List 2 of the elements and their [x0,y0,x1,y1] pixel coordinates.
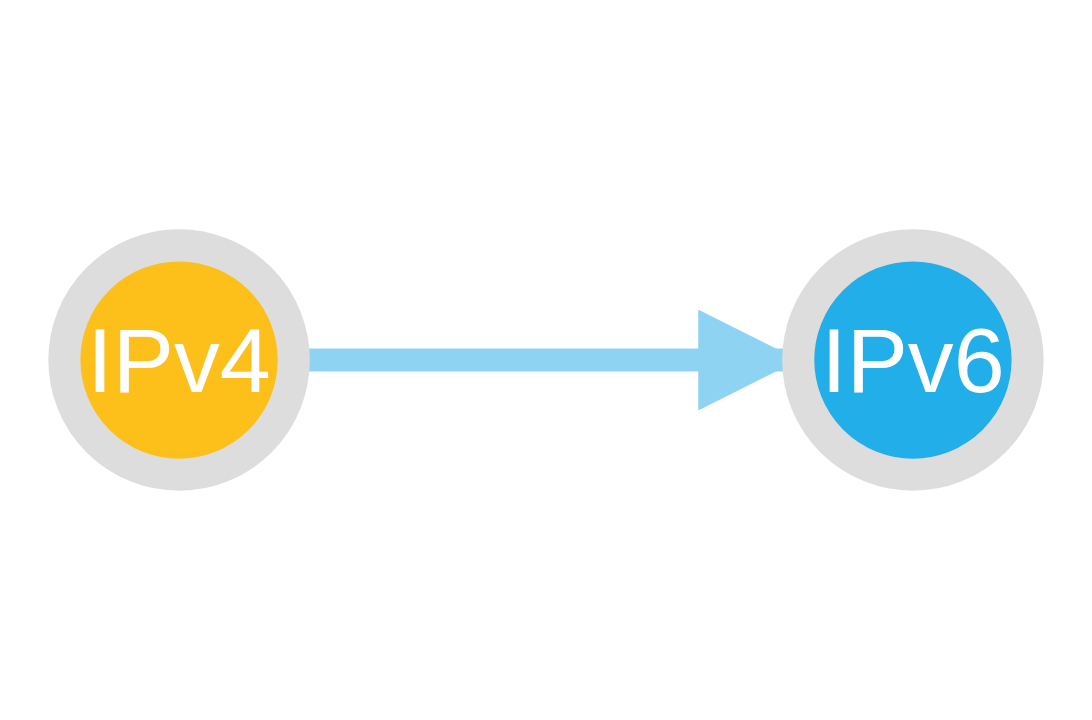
node-circle: IPv4 [48,229,310,491]
node-circle: IPv6 [782,229,1044,491]
